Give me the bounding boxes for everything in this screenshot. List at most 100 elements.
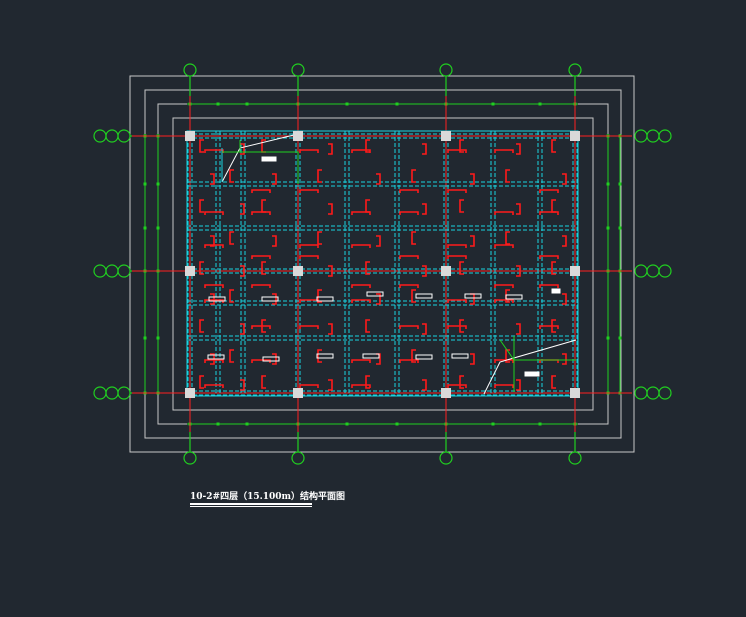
rebar-mark: [516, 323, 521, 335]
rebar-mark: [376, 293, 381, 305]
outer-frame: [129, 75, 635, 453]
axis-bubble: [291, 63, 305, 77]
rebar-mark: [365, 139, 370, 153]
dim-tick: [143, 336, 147, 340]
dim-tick: [156, 336, 160, 340]
beam-tag: [451, 353, 469, 359]
rebar-mark: [229, 231, 234, 245]
rebar-mark: [261, 375, 266, 389]
rebar-mark: [459, 261, 464, 275]
leader-lines: [222, 140, 576, 392]
axis-bubble: [439, 451, 453, 465]
rebar-mark: [494, 284, 514, 288]
rebar-mark: [551, 375, 556, 389]
rebar-mark: [328, 143, 333, 155]
dim-tick: [618, 336, 622, 340]
rebar-mark: [351, 284, 371, 288]
column: [293, 131, 303, 141]
rebar-mark: [516, 265, 521, 277]
rebar-mark: [272, 173, 277, 185]
rebar-mark: [399, 211, 419, 215]
dim-tick: [143, 226, 147, 230]
dim-tick: [156, 226, 160, 230]
rebar-mark: [328, 203, 333, 215]
axis-bubble: [93, 264, 107, 278]
rebar-mark: [204, 211, 224, 215]
column: [441, 266, 451, 276]
rebar-mark: [328, 323, 333, 335]
rebar-mark: [299, 384, 319, 388]
dimension-lines: [144, 103, 621, 425]
rebar-mark: [562, 173, 567, 185]
axis-bubble: [117, 264, 131, 278]
rebar-mark: [505, 349, 510, 363]
label-box-tl: [261, 156, 277, 162]
rebar-mark: [199, 319, 204, 333]
rebar-mark: [551, 139, 556, 153]
axis-bubble: [568, 451, 582, 465]
rebar-mark: [240, 379, 245, 391]
axis-bubble: [658, 386, 672, 400]
rebar-mark: [459, 199, 464, 213]
dim-tick: [216, 102, 220, 106]
rebar-mark: [516, 203, 521, 215]
rebar-mark: [199, 261, 204, 275]
column: [570, 266, 580, 276]
dim-tick: [606, 226, 610, 230]
beam-tag: [262, 356, 280, 362]
rebar-marks: [199, 139, 567, 391]
axis-bubble: [568, 63, 582, 77]
rebar-mark: [272, 293, 277, 305]
rebar-mark: [539, 284, 559, 288]
axis-grid: [132, 96, 632, 432]
axis-bubble: [658, 129, 672, 143]
rebar-mark: [447, 255, 467, 259]
dim-tick: [606, 182, 610, 186]
rebar-mark: [199, 199, 204, 213]
rebar-mark: [204, 244, 224, 248]
rebar-mark: [411, 289, 416, 303]
rebar-mark: [317, 231, 322, 245]
rebar-mark: [562, 353, 567, 365]
rebar-mark: [422, 143, 427, 155]
column: [441, 388, 451, 398]
rebar-mark: [272, 235, 277, 247]
rebar-mark: [251, 211, 271, 215]
dim-tick: [245, 102, 249, 106]
rebar-mark: [210, 235, 215, 247]
rebar-mark: [551, 199, 556, 213]
title-underline-thin: [190, 506, 312, 507]
rebar-mark: [494, 359, 514, 363]
rebar-mark: [351, 211, 371, 215]
rebar-mark: [399, 284, 419, 288]
beam-tag: [316, 296, 334, 302]
rebar-mark: [516, 143, 521, 155]
beam-tag: [464, 293, 482, 299]
rebar-mark: [494, 299, 514, 303]
rebar-mark: [272, 353, 277, 365]
leader-line: [222, 151, 299, 184]
rebar-mark: [447, 189, 467, 193]
rebar-mark: [494, 211, 514, 215]
rebar-mark: [240, 265, 245, 277]
column: [441, 131, 451, 141]
rebar-mark: [422, 379, 427, 391]
rebar-mark: [399, 359, 419, 363]
rebar-mark: [422, 265, 427, 277]
rebar-mark: [199, 375, 204, 389]
rebar-mark: [204, 284, 224, 288]
rebar-mark: [251, 189, 271, 193]
rebar-mark: [251, 255, 271, 259]
dim-tick: [618, 226, 622, 230]
columns: [185, 131, 580, 398]
rebar-mark: [261, 261, 266, 275]
dim-tick: [618, 182, 622, 186]
rebar-mark: [447, 325, 467, 329]
slab-outline: [186, 130, 579, 397]
rebar-mark: [317, 169, 322, 183]
rebar-mark: [261, 199, 266, 213]
axis-bubble: [634, 386, 648, 400]
rebar-mark: [251, 284, 271, 288]
